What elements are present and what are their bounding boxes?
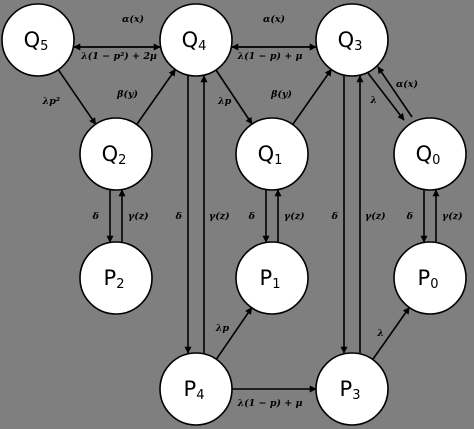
node-p4: P4: [159, 352, 233, 426]
node-circle: [315, 352, 389, 426]
edge-label-p4-q4: γ(z): [209, 211, 230, 222]
node-q4: Q4: [159, 3, 233, 77]
node-circle: [79, 241, 153, 315]
edge-label-q1-p1: δ: [248, 211, 255, 222]
edge-label-q3-q4: α(x): [263, 14, 285, 25]
node-circle: [79, 117, 153, 191]
edge-p4-p1: [215, 307, 253, 360]
edges: [57, 43, 440, 393]
edge-label-q2-p2: δ: [92, 211, 99, 222]
edge-label-p2-q2: γ(z): [128, 211, 149, 222]
edge-label-q4-q3: λ(1 − p) + μ: [236, 51, 302, 62]
edge-label-p3-q3: γ(z): [365, 211, 386, 222]
node-q0: Q0: [393, 117, 467, 191]
edge-label-p1-q1: γ(z): [284, 211, 305, 222]
edge-q3-q0: [367, 72, 405, 121]
node-q1: Q1: [235, 117, 309, 191]
node-p2: P2: [79, 241, 153, 315]
edge-label-p4-p1: λp: [215, 323, 230, 334]
edge-label-q5-q2: λp²: [42, 96, 60, 107]
edge-q4-q1: [215, 69, 253, 125]
node-circle: [393, 117, 467, 191]
edge-label-q0-p0: δ: [406, 211, 413, 222]
edge-p3-p0: [372, 306, 410, 360]
edge-label-p4-p3: λ(1 − p) + μ: [236, 398, 302, 409]
node-p0: P0: [393, 241, 467, 315]
edge-label-q3-p3: δ: [331, 211, 338, 222]
edge-label-q1-q3: β(y): [270, 89, 292, 100]
edge-label-q0-q3: α(x): [396, 79, 418, 90]
edge-q0-q3: [377, 66, 413, 118]
edge-label-q3-q0: λ: [369, 95, 377, 106]
node-q2: Q2: [79, 117, 153, 191]
node-q5: Q5: [1, 3, 75, 77]
node-p3: P3: [315, 352, 389, 426]
edge-q1-q3: [292, 68, 332, 125]
edge-label-q4-q1: λp: [217, 96, 232, 107]
edge-labels: α(x) λ(1 − p²) + 2μ α(x) λ(1 − p) + μ λp² β(y…: [42, 14, 463, 409]
node-circle: [235, 241, 309, 315]
node-circle: [159, 352, 233, 426]
node-circle: [1, 3, 75, 77]
edge-label-q5-q4: λ(1 − p²) + 2μ: [80, 51, 157, 62]
edge-label-q4-p4: δ: [175, 211, 182, 222]
node-circle: [315, 3, 389, 77]
edge-label-q4-q5: α(x): [122, 14, 144, 25]
edge-label-q2-q4: β(y): [116, 89, 138, 100]
edge-q5-q2: [57, 69, 97, 125]
edge-label-p3-p0: λ: [376, 328, 384, 339]
node-circle: [159, 3, 233, 77]
edge-q2-q4: [136, 68, 176, 125]
edge-label-p0-q0: γ(z): [442, 211, 463, 222]
node-circle: [393, 241, 467, 315]
node-circle: [235, 117, 309, 191]
node-q3: Q3: [315, 3, 389, 77]
node-p1: P1: [235, 241, 309, 315]
node-label: Q2: [102, 142, 127, 168]
